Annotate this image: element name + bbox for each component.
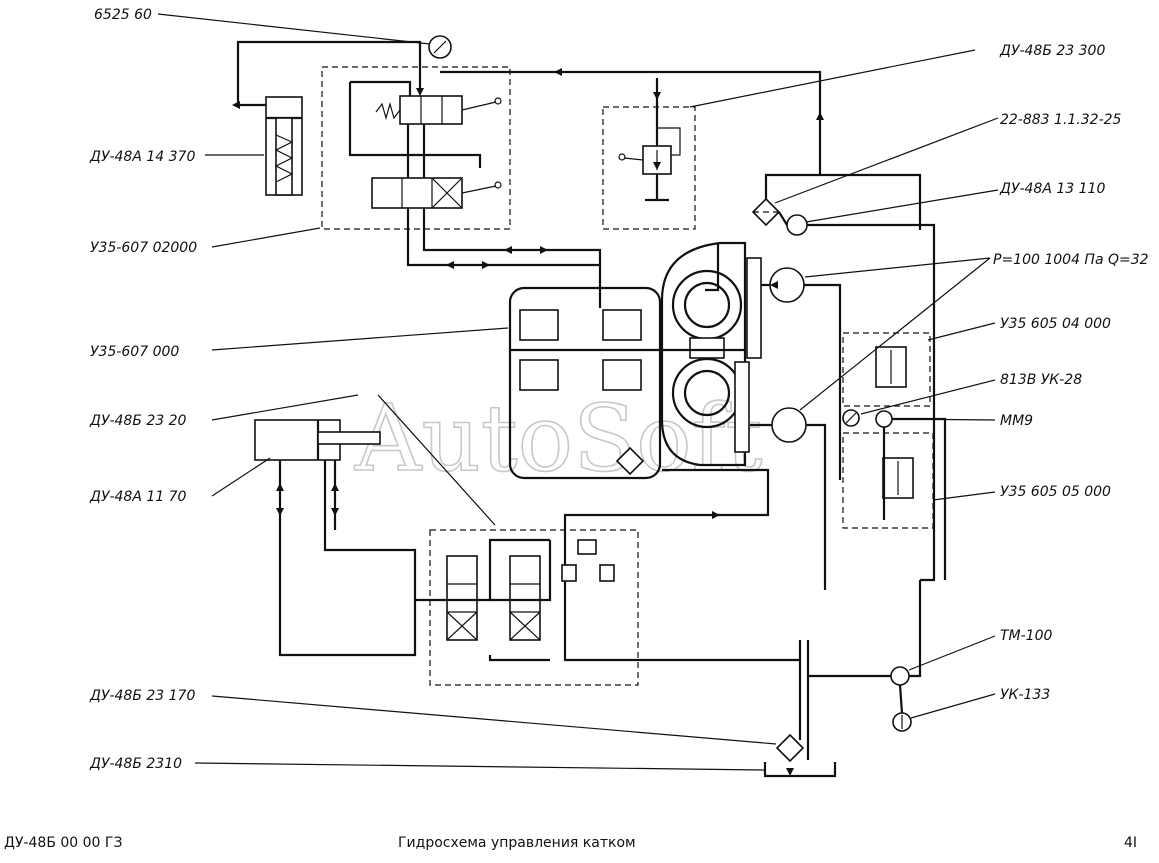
label-pump-13110: ДУ-48А 13 110 (999, 181, 1105, 197)
distributor-section-2 (509, 555, 541, 641)
distributor-block (429, 529, 639, 686)
label-tank-2310: ДУ-48Б 2310 (89, 756, 182, 772)
pressure-valve (618, 145, 672, 175)
pump-upper (786, 214, 808, 236)
filter-lower (775, 733, 805, 763)
label-clutch-block-000: У35-607 000 (90, 344, 179, 360)
pump-lower (771, 407, 807, 443)
label-cylinder-2320: ДУ-48Б 23 20 (89, 413, 187, 429)
label-valve-60504: У35 605 04 000 (1000, 316, 1111, 332)
gauge-mm9 (875, 410, 893, 428)
distributor-section-1 (446, 555, 478, 641)
label-valve-block-02000: У35-607 02000 (90, 240, 197, 256)
valve-block-605-05 (842, 432, 934, 529)
main-pump (769, 267, 805, 303)
label-main-pump-spec: P=100 1004 Па Q=32 (993, 252, 1149, 268)
pressure-valve-block (602, 106, 696, 230)
filter-upper (751, 197, 781, 227)
pressure-gauge-top (428, 35, 452, 59)
label-cylinder-14370: ДУ-48А 14 370 (89, 149, 195, 165)
label-thermometer: ТМ-100 (1000, 628, 1052, 644)
label-valve-23300: ДУ-48Б 23 300 (999, 43, 1105, 59)
hydro-cylinder-top-left (265, 96, 303, 196)
hydro-cylinder-left (254, 419, 381, 461)
watermark: AutoSoft (354, 385, 763, 492)
thermometer-tm100 (890, 666, 910, 686)
filter-middle (615, 446, 645, 476)
label-filter-22883: 22-883 1.1.32-25 (1000, 112, 1122, 128)
footer-doc-code: ДУ-48Б 00 00 ГЗ (4, 835, 122, 851)
label-indicator: УК-133 (1000, 687, 1050, 703)
label-gauge-mm9: ММ9 (1000, 413, 1033, 429)
valve-605-05 (882, 457, 914, 499)
label-gauge-6525: 6525 60 (94, 7, 152, 23)
relief-valve-small (577, 539, 597, 555)
relief-valve-b (599, 564, 615, 582)
valve-block-upper (321, 66, 511, 230)
label-valve-60505: У35 605 05 000 (1000, 484, 1111, 500)
relief-valve-a (561, 564, 577, 582)
valve-upper-1 (375, 95, 502, 125)
tank (763, 762, 837, 778)
clutch-block (508, 286, 745, 480)
footer-title: Гидросхема управления катком (398, 835, 636, 851)
label-filter-23170: ДУ-48Б 23 170 (89, 688, 195, 704)
valve-block-605-04 (842, 332, 931, 407)
valve-upper-2 (371, 177, 502, 209)
torque-converter (660, 241, 762, 467)
pressure-gauge-813 (842, 409, 860, 427)
footer-page-number: 4I (1124, 835, 1137, 851)
indicator-uk133 (892, 712, 912, 732)
label-gauge-813: 813В УК-28 (1000, 372, 1082, 388)
valve-605-04 (875, 346, 907, 388)
label-part-1170: ДУ-48А 11 70 (89, 489, 187, 505)
